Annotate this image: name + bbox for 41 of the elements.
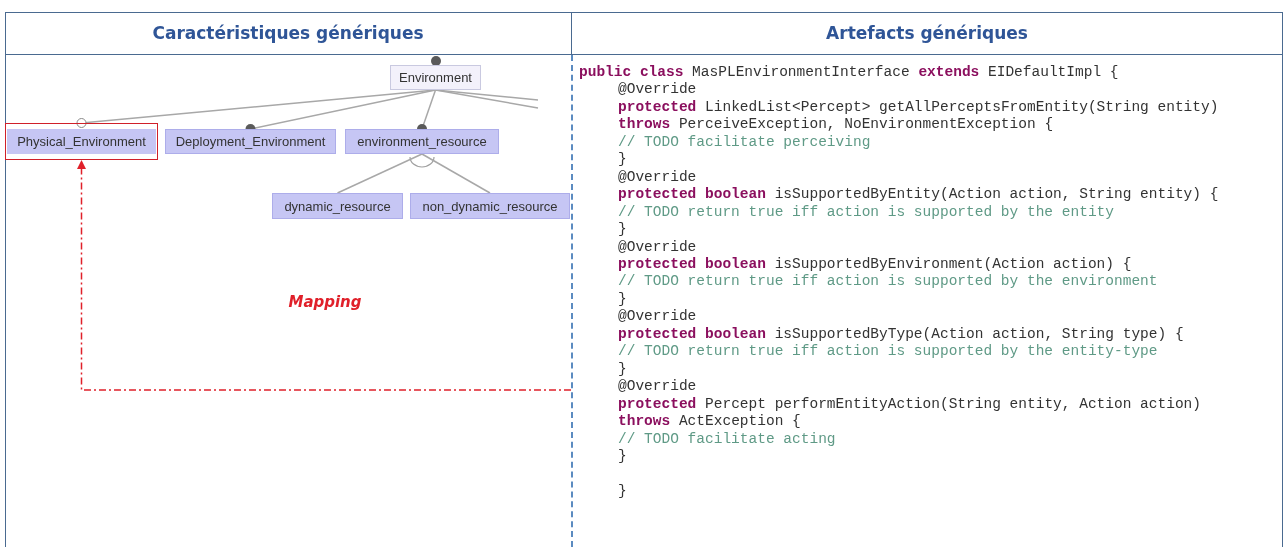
code-line: throws ActException { xyxy=(617,413,801,431)
code-line: // TODO facilitate perceiving xyxy=(617,133,871,152)
feature-label: Environment xyxy=(399,70,472,85)
connector-line xyxy=(421,153,491,194)
feature-label: Deployment_Environment xyxy=(175,134,326,149)
code-line: } xyxy=(617,221,627,239)
code-line: // TODO facilitate acting xyxy=(617,430,836,448)
feature-box xyxy=(5,123,158,160)
code-line: protected boolean isSupportedByEnvironment(Action action) { xyxy=(617,256,1132,274)
column-header: Caractéristiques génériques xyxy=(152,23,424,43)
code-line: @Override xyxy=(617,238,697,256)
feature-box xyxy=(272,193,403,219)
code-line: protected boolean isSupportedByType(Action action, String type) { xyxy=(617,325,1184,344)
code-line: } xyxy=(617,360,627,379)
code-line: public class MasPLEnvironmentInterface extends EIDefaultImpl { xyxy=(579,64,1119,82)
feature-box xyxy=(345,129,499,154)
code-line: // TODO return true iff action is supported by the entity xyxy=(617,203,1114,222)
feature-label: Physical_Environment xyxy=(17,134,146,149)
code-line: @Override xyxy=(617,378,697,396)
code-line: // TODO return true iff action is supported by the environment xyxy=(617,273,1158,291)
feature-label: non_dynamic_resource xyxy=(422,198,558,214)
code-line: } xyxy=(617,290,627,309)
feature-box xyxy=(410,193,570,219)
code-line: @Override xyxy=(617,308,697,326)
code-line: // TODO return true iff action is supported by the entity-type xyxy=(617,343,1158,361)
code-line: protected boolean isSupportedByEntity(Action action, String entity) { xyxy=(617,186,1219,204)
connector-line xyxy=(336,153,423,194)
mapping-arrow xyxy=(77,159,572,391)
code-line: protected Percept performEntityAction(String entity, Action action) xyxy=(617,395,1201,414)
code-line: } xyxy=(617,151,627,169)
feature-label: dynamic_resource xyxy=(284,198,391,214)
code-line: } xyxy=(617,482,627,501)
code-line: } xyxy=(617,447,627,466)
code-line: throws PerceiveException, NoEnvironmentException { xyxy=(617,116,1054,134)
feature-box xyxy=(390,65,481,90)
code-line: @Override xyxy=(617,168,697,187)
code-line: protected LinkedList<Percept> getAllPerceptsFromEntity(String entity) xyxy=(617,98,1219,117)
feature-box xyxy=(165,129,336,154)
connector-line xyxy=(434,89,539,109)
feature-label: environment_resource xyxy=(357,134,487,149)
code-line: @Override xyxy=(617,81,697,99)
